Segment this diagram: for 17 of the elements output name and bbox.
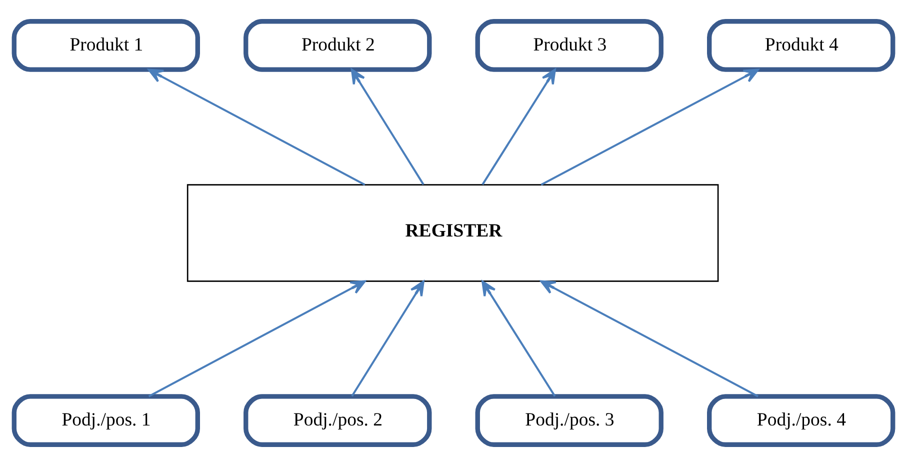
arrow	[540, 68, 759, 186]
node-box: Podj./pos. 3	[475, 394, 664, 447]
arrow	[148, 68, 366, 186]
node-box: Produkt 2	[244, 19, 432, 72]
arrow	[482, 68, 556, 186]
node-box: Podj./pos. 1	[12, 394, 200, 447]
node-box: Produkt 1	[12, 19, 200, 72]
node-box: Podj./pos. 4	[707, 394, 896, 447]
node-box: Podj./pos. 2	[244, 394, 432, 447]
node-box: REGISTER	[186, 184, 719, 282]
arrow	[148, 280, 366, 398]
arrow	[351, 280, 424, 397]
arrow	[540, 280, 759, 398]
arrow	[350, 68, 424, 186]
arrow	[482, 280, 556, 397]
node-box: Produkt 3	[475, 19, 664, 72]
node-box: Produkt 4	[707, 19, 896, 72]
